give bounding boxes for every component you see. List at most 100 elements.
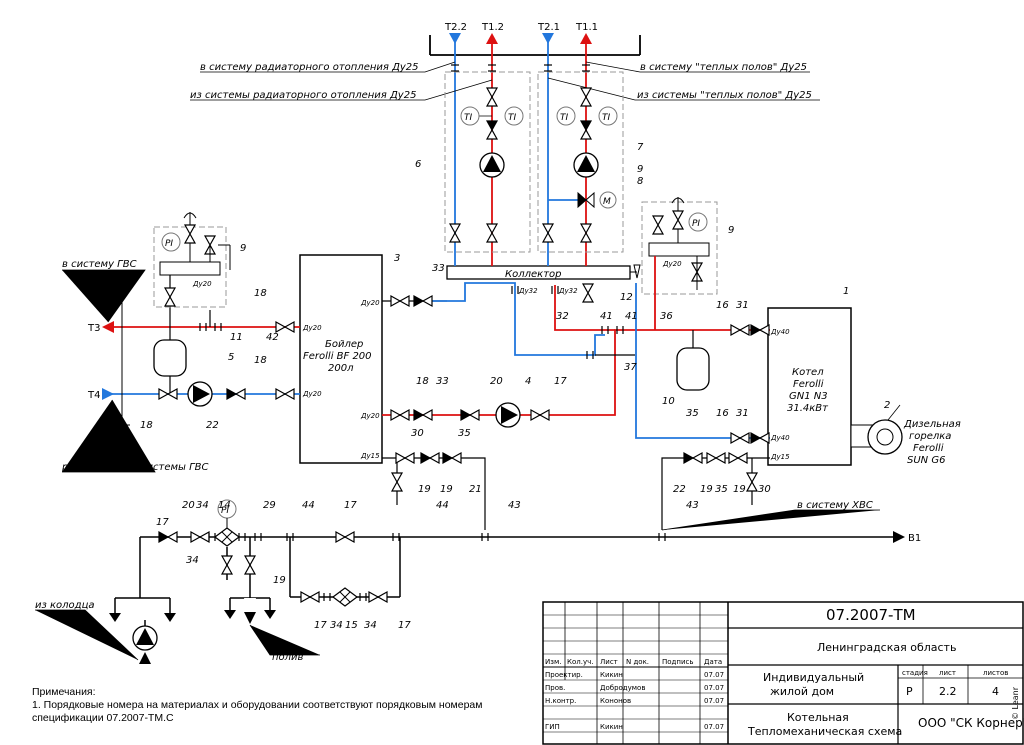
port-t22: T2.2 (444, 22, 467, 33)
valve-icon (542, 223, 554, 243)
drawing-text: 07.07 (704, 723, 724, 731)
drawing-text: 18 (140, 420, 153, 431)
label-to-cold: в систему ХВС (797, 500, 873, 511)
drawing-text: 34 (330, 620, 343, 631)
drawing-text: Добродумов (600, 684, 645, 692)
drawing-text: Ду32 (518, 287, 538, 295)
valve-icon (730, 432, 750, 444)
pump-icon (573, 152, 599, 178)
drawing-text: 44 (436, 500, 449, 511)
label-from-floor: из системы "теплых полов" Ду25 (637, 90, 812, 101)
drawing-text: 4 (992, 685, 999, 698)
valve-icon (580, 223, 592, 243)
arrow-t3 (102, 321, 114, 333)
drawing-text: 19 (273, 575, 286, 586)
valve-icon (368, 591, 388, 603)
drawing-text: стадия (902, 669, 928, 677)
drawing-text: 37 (624, 362, 637, 373)
notes-line-1: 1. Порядковые номера на материалах и обо… (32, 699, 483, 711)
valve-icon (190, 531, 210, 543)
drawing-text: 44 (302, 500, 315, 511)
drawing-text: Ду20 (302, 390, 322, 398)
label-from-radiator: из системы радиаторного отопления Ду25 (190, 90, 416, 101)
drawing-text: TI (508, 113, 516, 123)
kotel-unit (767, 307, 852, 466)
drawing-text: PI (692, 219, 700, 229)
diesel-burner (850, 404, 903, 455)
valve-icon (672, 210, 684, 230)
label-to-dhw: в систему ГВС (62, 259, 137, 270)
drawing-text: 2 (884, 400, 890, 411)
drawing-text: 20 (182, 500, 195, 511)
check-valve-icon (158, 531, 178, 543)
motor-label: M (603, 197, 611, 207)
valve-icon (582, 283, 594, 303)
drawing-text: 17 (344, 500, 357, 511)
drawing-text: 16 (716, 300, 729, 311)
drawing-text: 42 (266, 332, 279, 343)
valve-icon (530, 409, 550, 421)
drawing-text: 07.07 (704, 671, 724, 679)
drawing-text: 43 (686, 500, 699, 511)
drawing-text: Ду32 (558, 287, 578, 295)
port-t11: T1.1 (575, 22, 598, 33)
drawing-text: лист (939, 669, 956, 677)
drawing-text: Ду20 (192, 280, 212, 288)
drawing-text: Ду40 (770, 328, 790, 336)
check-valve-icon (750, 432, 770, 444)
valve-icon (486, 223, 498, 243)
kotel-label-1: Котел (792, 367, 824, 378)
drawing-text: листов (983, 669, 1008, 677)
drawing-text: 15 (345, 620, 358, 631)
valve-icon (221, 555, 233, 575)
drawing-text: 29 (263, 500, 276, 511)
boiler-tank (299, 254, 383, 464)
drawing-text: 20 (490, 376, 503, 387)
kotel-label-4: 31.4кВт (787, 403, 829, 414)
drawing-text: 41 (600, 311, 613, 322)
notes-title: Примечания: (32, 686, 96, 698)
valve-icon (335, 531, 355, 543)
check-valve-icon (750, 324, 770, 336)
drawing-text: 17 (156, 517, 169, 528)
kotel-label-3: GN1 N3 (789, 391, 828, 402)
drawing-text: 34 (186, 555, 199, 566)
drawing-text: 9 (240, 243, 246, 254)
drawing-text: Индивидуальный (763, 671, 864, 684)
drawing-text: 34 (364, 620, 377, 631)
drawing-text: Котельная (787, 711, 849, 724)
check-valve-icon (413, 295, 433, 307)
watermark: © Leanr (1011, 686, 1020, 720)
port-b1: B1 (908, 533, 921, 544)
drawing-text: TI (560, 113, 568, 123)
drawing-text: 30 (411, 428, 424, 439)
drawing-text: 10 (662, 396, 675, 407)
check-valve-icon (580, 120, 592, 140)
pump-icon (495, 402, 521, 428)
drawing-text: жилой дом (770, 685, 834, 698)
drawing-text: 22 (206, 420, 219, 431)
drawing-text: 7 (637, 142, 644, 153)
valve-icon (184, 224, 196, 244)
drawing-text: N док. (626, 658, 649, 666)
check-valve-icon (486, 120, 498, 140)
collector-label: Коллектор (505, 269, 561, 280)
drawing-text: горелка (909, 431, 951, 442)
label-watering: полив (272, 652, 304, 663)
port-t3: T3 (87, 323, 100, 334)
check-valve-icon (442, 452, 462, 464)
label-from-well: из колодца (35, 600, 95, 611)
drawing-text: Тепломеханическая схема (747, 725, 902, 738)
drawing-text: 33 (432, 263, 445, 274)
doc-code: 07.2007-ТМ (826, 606, 916, 624)
drawing-text: 5 (228, 352, 234, 363)
drawing-text: 22 (673, 484, 686, 495)
drawing-text: SUN G6 (907, 455, 945, 466)
drawing-text: Ду20 (662, 260, 682, 268)
drawing-text: 12 (620, 292, 633, 303)
drawing-text: Проектир. (545, 671, 583, 679)
drawing-text: 21 (469, 484, 482, 495)
drawing-text: Дизельная (903, 419, 961, 430)
port-t4: T4 (87, 390, 100, 401)
thermometer-gauges-6: TI TI (460, 106, 524, 126)
